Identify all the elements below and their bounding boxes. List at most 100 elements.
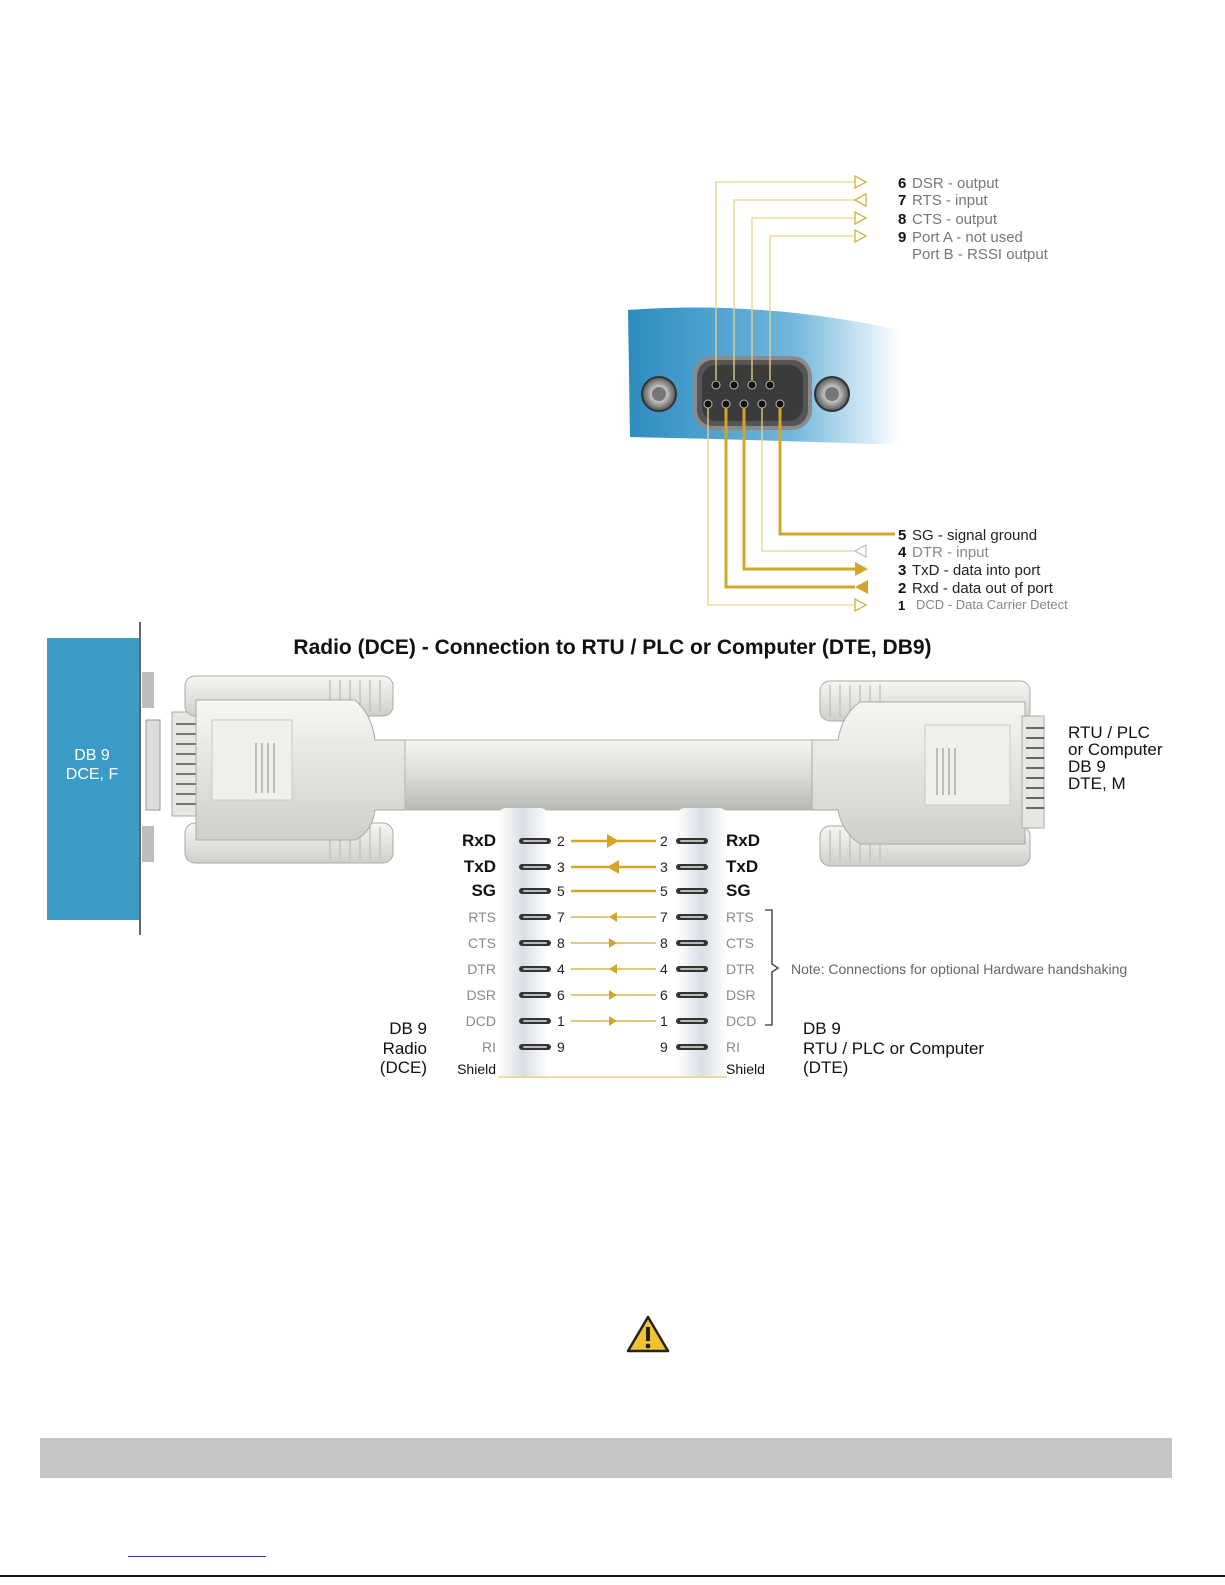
pin-num-5: 5 [898,527,906,544]
pin-num-left: 9 [557,1039,565,1055]
wire-label-left: TxD [464,857,496,876]
pin-num-right: 8 [660,935,668,951]
wire-arrow-right [609,1016,617,1026]
wire-label-right: CTS [726,935,754,951]
top-pin-labels: 6 DSR - output 7 RTS - input 8 CTS - out… [898,175,1049,263]
pin-num-left: 4 [557,961,565,977]
radio-label-line1: DB 9 [389,1019,427,1038]
pin-num-left: 2 [557,833,565,849]
wire-label-left: DSR [466,987,496,1003]
pin-8-label: CTS - output [912,211,998,228]
diagram-title: Radio (DCE) - Connection to RTU / PLC or… [293,636,932,659]
wire-label-left: RTS [468,909,496,925]
dte-label-line2: RTU / PLC or Computer [803,1039,984,1058]
right-plug [811,680,1045,867]
footer-link-underline [128,1556,266,1557]
warning-icon [626,1315,670,1353]
handshake-note: Note: Connections for optional Hardware … [791,961,1127,977]
pin-num-left: 8 [557,935,565,951]
pin-num-left: 3 [557,859,565,875]
top-pin-arrows [853,174,868,244]
pin-num-2: 2 [898,580,906,597]
bottom-pin-leaders [707,408,895,606]
wire-arrow-right [607,834,619,848]
left-connector-line2: DCE, F [66,766,119,783]
pin-num-4: 4 [898,544,907,561]
dce-panel [47,622,161,935]
left-plug [171,675,409,864]
radio-label-line3: (DCE) [380,1058,427,1077]
right-connector-line4: DTE, M [1068,774,1126,793]
left-connector-label: DB 9 DCE, F [66,747,119,783]
db9-port-illustration [628,307,900,445]
pin-num-right: 4 [660,961,668,977]
radio-label-line2: Radio [383,1039,427,1058]
svg-text:8: 8 [898,211,906,228]
wire-arrow-left [609,964,617,974]
pin-3-label: TxD - data into port [912,562,1041,579]
right-connector-label: RTU / PLC or Computer DB 9 DTE, M [1068,723,1163,793]
pin-num-right: 1 [660,1013,668,1029]
wire-label-right: RxD [726,831,760,850]
pin-num-right: 5 [660,883,668,899]
pin-num-left: 1 [557,1013,565,1029]
wire-label-right: DTR [726,961,755,977]
wire-label-right: RI [726,1039,740,1055]
wire-label-left: Shield [457,1061,496,1077]
pin-num-left: 5 [557,883,565,899]
pin-num-left: 7 [557,909,565,925]
wire-label-right: SG [726,881,751,900]
pin-2-label: Rxd - data out of port [912,580,1054,597]
pin-num-right: 9 [660,1039,668,1055]
footer-bar [40,1438,1172,1478]
wire-label-right: TxD [726,857,758,876]
pin-num-3: 3 [898,562,906,579]
right-connector-line1: RTU / PLC [1068,723,1150,742]
wire-label-left: SG [471,881,496,900]
pin-num-left: 6 [557,987,565,1003]
pin-num-7: 7 [898,192,906,209]
svg-text:7: 7 [898,192,906,209]
wire-label-left: RxD [462,831,496,850]
wire-label-left: RI [482,1039,496,1055]
pin-6-label: DSR - output [912,175,1000,192]
top-pin-leaders [715,181,855,380]
pin-num-9: 9 [898,229,906,246]
pin-1-label: DCD - Data Carrier Detect [916,597,1068,612]
bottom-pin-arrows [853,543,868,613]
dte-label-line1: DB 9 [803,1019,841,1038]
wire-label-left: CTS [468,935,496,951]
pin-9-label: Port A - not used [912,229,1023,246]
pin-5-label: SG - signal ground [912,527,1037,544]
dte-label: DB 9 RTU / PLC or Computer (DTE) [803,1019,984,1077]
pin-num-right: 7 [660,909,668,925]
wire-arrow-left [607,860,619,874]
wire-label-right: RTS [726,909,754,925]
cable [404,739,816,811]
pin-9-label-b: Port B - RSSI output [912,246,1049,263]
right-connector-line2: or Computer [1068,740,1163,759]
dte-label-line3: (DTE) [803,1058,848,1077]
wire-label-left: DTR [467,961,496,977]
wire-label-right: DSR [726,987,756,1003]
left-connector-line1: DB 9 [74,747,110,764]
handshake-bracket [765,909,780,1026]
pin-num-right: 2 [660,833,668,849]
bottom-pin-labels: 5 SG - signal ground 4 DTR - input 3 TxD… [898,527,1068,613]
wire-label-right: DCD [726,1013,756,1029]
wire-label-left: DCD [466,1013,496,1029]
svg-text:6: 6 [898,175,906,192]
pin-4-label: DTR - input [912,544,990,561]
wire-arrow-right [609,938,617,948]
pin-num-6: 6 [898,175,906,192]
wire-label-right: Shield [726,1061,765,1077]
radio-label: DB 9 Radio (DCE) [380,1019,427,1077]
pin-num-1: 1 [898,598,905,613]
right-connector-line3: DB 9 [1068,757,1106,776]
pin-num-right: 3 [660,859,668,875]
footer-rule [0,1575,1225,1577]
pin-7-label: RTS - input [912,192,988,209]
pin-num-right: 6 [660,987,668,1003]
